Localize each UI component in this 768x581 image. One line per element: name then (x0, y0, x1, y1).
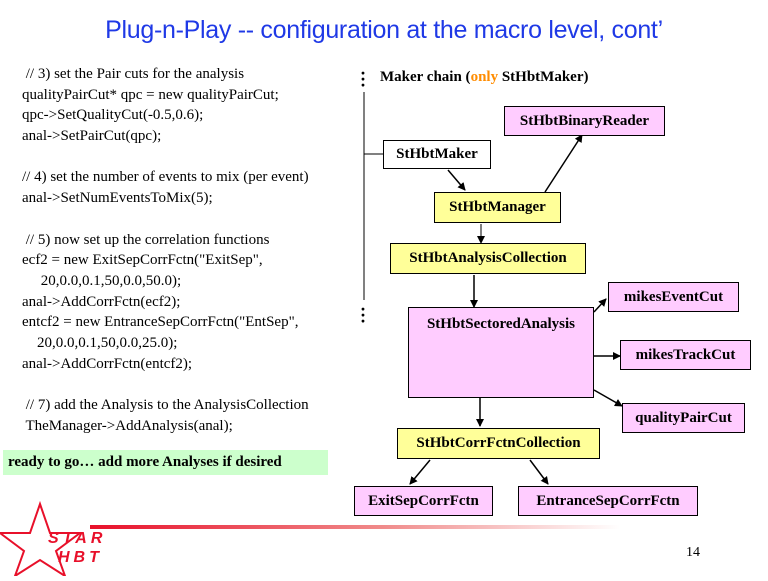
sectored-analysis-box: StHbtSectoredAnalysis (408, 307, 594, 398)
maker-to-manager-arrow (447, 169, 466, 191)
code-line: entcf2 = new EntranceSepCorrFctn("EntSep… (22, 314, 299, 331)
analysis-to-eventcut-arrow (593, 298, 607, 313)
analysis-collection-box: StHbtAnalysisCollection (390, 243, 586, 274)
code-line: anal->SetPairCut(qpc); (22, 128, 162, 145)
chain-top-ellipsis: ··· (359, 63, 366, 95)
logo-line-star: STAR (48, 530, 107, 547)
corrcollection-to-exitsep-arrow (409, 459, 431, 485)
footer-rule (90, 525, 620, 529)
code-line: anal->AddCorrFctn(ecf2); (22, 293, 181, 310)
code-line: // 4) set the number of events to mix (p… (22, 169, 309, 186)
maker-box: StHbtMaker (383, 140, 491, 169)
ready-note: ready to go… add more Analyses if desire… (3, 450, 328, 475)
slide-title: Plug-n-Play -- configuration at the macr… (105, 16, 663, 44)
analysis-to-paircut-arrow (593, 389, 623, 407)
code-block: // 3) set the Pair cuts for the analysis… (22, 64, 309, 436)
corrcollection-to-entrancesep-arrow (529, 459, 549, 485)
manager-to-reader-arrow (544, 134, 583, 193)
code-line: 20,0.0,0.1,50,0.0,50.0); (22, 272, 182, 289)
code-line: ecf2 = new ExitSepCorrFctn("ExitSep", (22, 252, 263, 269)
event-cut-box: mikesEventCut (608, 282, 739, 312)
corrfctn-collection-box: StHbtCorrFctnCollection (397, 428, 600, 459)
code-line: qualityPairCut* qpc = new qualityPairCut… (22, 86, 279, 103)
code-line: // 3) set the Pair cuts for the analysis (22, 66, 245, 82)
code-line: anal->AddCorrFctn(entcf2); (22, 355, 193, 372)
manager-box: StHbtManager (434, 192, 561, 223)
track-cut-box: mikesTrackCut (620, 340, 751, 370)
maker-chain-title: Maker chain (only StHbtMaker) (380, 69, 588, 86)
star-hbt-logo: STAR HBT (0, 500, 120, 579)
pair-cut-box: qualityPairCut (622, 403, 745, 433)
exit-sep-box: ExitSepCorrFctn (354, 486, 493, 516)
maker-chain-prefix: Maker chain ( (380, 69, 471, 85)
code-line: anal->SetNumEventsToMix(5); (22, 190, 213, 207)
code-line: 20,0.0,0.1,50,0.0,25.0); (22, 334, 178, 351)
maker-chain-suffix: StHbtMaker) (498, 69, 589, 85)
code-line: // 5) now set up the correlation functio… (22, 231, 270, 248)
page-number: 14 (686, 545, 700, 560)
chain-bottom-ellipsis: ··· (359, 299, 366, 331)
binary-reader-box: StHbtBinaryReader (504, 106, 665, 136)
code-line: // 7) add the Analysis to the AnalysisCo… (22, 397, 309, 413)
code-line: TheManager->AddAnalysis(anal); (22, 417, 233, 434)
maker-chain-highlight: only (470, 69, 499, 85)
star-outline-icon (0, 500, 83, 579)
code-line: qpc->SetQualityCut(-0.5,0.6); (22, 107, 204, 124)
entrance-sep-box: EntranceSepCorrFctn (518, 486, 698, 516)
logo-line-hbt: HBT (58, 549, 103, 566)
